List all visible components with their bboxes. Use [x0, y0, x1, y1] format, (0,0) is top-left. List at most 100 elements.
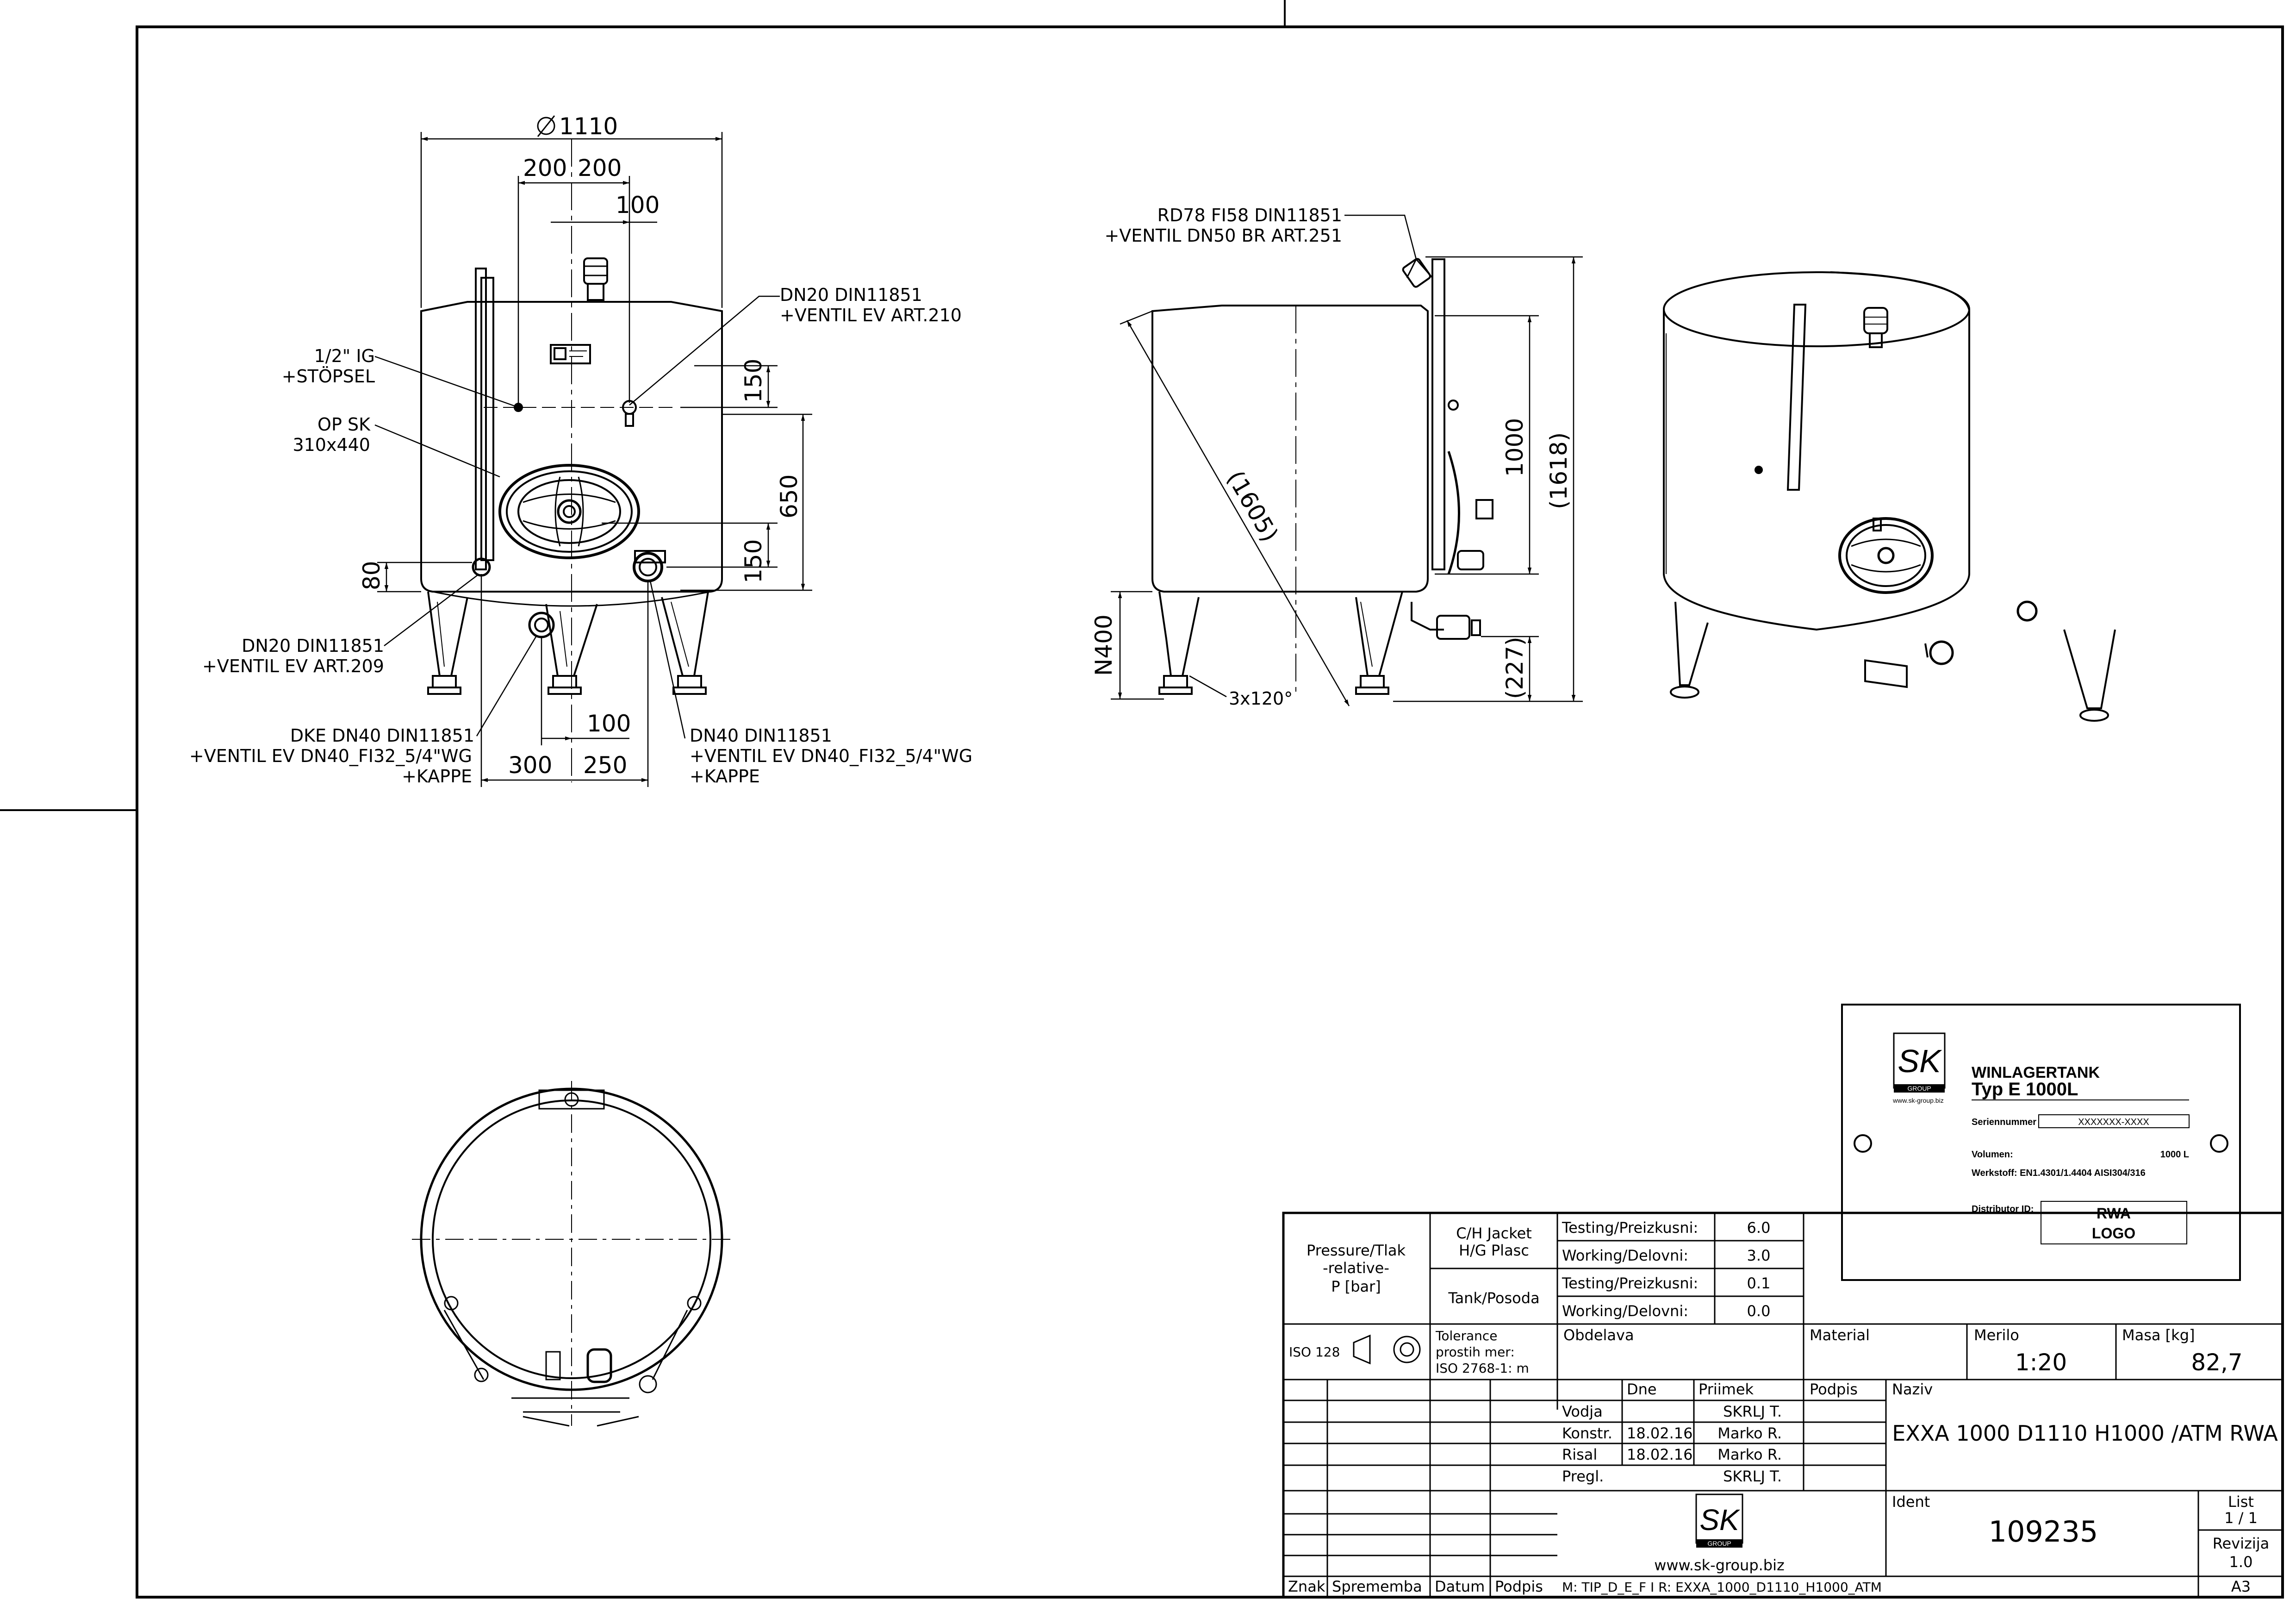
nameplate-volume-value: 1000 L — [2160, 1149, 2189, 1160]
dim-80: 80 — [358, 561, 385, 590]
dim-diameter: 1110 — [559, 113, 618, 140]
label-dn40: DN40 DIN11851 — [690, 725, 832, 746]
dim-1618: (1618) — [1545, 432, 1572, 509]
col-znak: Znak — [1288, 1578, 1325, 1595]
label-rd78-valve: +VENTIL DN50 BR ART.251 — [1104, 225, 1342, 246]
label-dn20-bottom-valve: +VENTIL EV ART.209 — [202, 656, 384, 676]
label-dke-valve: +VENTIL EV DN40_FI32_5/4"WG — [189, 746, 472, 766]
nameplate-url: www.sk-group.biz — [1892, 1097, 1944, 1104]
material-label: Material — [1810, 1326, 1870, 1344]
isometric-view — [1663, 271, 2116, 722]
sheet-format: A3 — [2231, 1578, 2251, 1595]
dim-650: 650 — [776, 475, 803, 518]
dim-150-bottom: 150 — [740, 539, 767, 583]
list-value: 1 / 1 — [2224, 1509, 2258, 1527]
date-risal: 18.02.16 — [1627, 1446, 1693, 1463]
file-path: M: TIP_D_E_F I R: EXXA_1000_D1110_H1000_… — [1562, 1580, 1882, 1595]
col-podpis-bottom: Podpis — [1495, 1578, 1543, 1595]
nameplate: SK GROUP www.sk-group.biz WINLAGERTANK T… — [1841, 1004, 2241, 1281]
role-konstr: Konstr. — [1562, 1424, 1612, 1442]
label-rd78: RD78 FI58 DIN11851 — [1157, 205, 1342, 225]
testing-tank-value: 0.1 — [1747, 1274, 1771, 1292]
label-dn20-top: DN20 DIN11851 — [780, 285, 922, 305]
dim-200-right: 200 — [578, 155, 622, 181]
label-dke-dn40: DKE DN40 DIN11851 — [290, 725, 474, 746]
dim-300: 300 — [508, 752, 552, 779]
name-vodja: SKRLJ T. — [1723, 1403, 1782, 1420]
title-block: Pressure/Tlak -relative- P [bar] C/H Jac… — [1282, 1212, 2284, 1599]
naziv-label: Naziv — [1892, 1380, 1933, 1398]
label-stopsel: +STÖPSEL — [282, 366, 375, 387]
diameter-symbol — [537, 115, 555, 137]
col-sprememba: Sprememba — [1332, 1578, 1422, 1595]
dim-n400: N400 — [1090, 614, 1117, 676]
date-konstr: 18.02.16 — [1627, 1424, 1693, 1442]
top-view — [412, 1081, 734, 1427]
mount-hole-left-icon — [1854, 1134, 1872, 1153]
masa-label: Masa [kg] — [2122, 1326, 2195, 1344]
working-tank-value: 0.0 — [1747, 1302, 1771, 1320]
svg-text:GROUP: GROUP — [1707, 1540, 1731, 1547]
pressure-unit: P [bar] — [1331, 1278, 1381, 1295]
dim-150-top: 150 — [740, 359, 767, 403]
merilo-value: 1:20 — [2015, 1349, 2067, 1376]
dim-100-bottom: 100 — [587, 710, 631, 737]
side-view: RD78 FI58 DIN11851 +VENTIL DN50 BR ART.2… — [1090, 205, 1583, 709]
nameplate-title: WINLAGERTANK — [1972, 1064, 2100, 1081]
dim-250: 250 — [583, 752, 627, 779]
working-tank-label: Working/Delovni: — [1562, 1302, 1688, 1320]
tolerance-standard: ISO 2768-1: m — [1436, 1361, 1529, 1376]
mount-hole-right-icon — [2210, 1134, 2228, 1153]
revizija-value: 1.0 — [2229, 1553, 2253, 1571]
testing-jacket-value: 6.0 — [1747, 1219, 1771, 1237]
working-jacket-value: 3.0 — [1747, 1247, 1771, 1264]
role-risal: Risal — [1562, 1446, 1597, 1463]
pressure-relative: -relative- — [1323, 1259, 1389, 1277]
dim-100-top: 100 — [616, 192, 660, 219]
dim-227: (227) — [1501, 637, 1528, 699]
nameplate-type: Typ E 1000L — [1972, 1079, 2078, 1099]
front-view: 1110 200 200 100 150 650 150 80 100 300 … — [189, 113, 972, 787]
nameplate-serial-value: XXXXXXX-XXXX — [2078, 1117, 2149, 1127]
label-op-sk-size: 310x440 — [292, 435, 370, 455]
label-op-sk: OP SK — [317, 414, 371, 435]
iso-label: ISO 128 — [1289, 1344, 1340, 1360]
col-datum: Datum — [1435, 1578, 1485, 1595]
label-dke-kappe: +KAPPE — [402, 766, 472, 787]
col-priimek: Priimek — [1699, 1380, 1754, 1398]
revizija-label: Revizija — [2213, 1535, 2270, 1552]
jacket-label-sl: H/G Plasc — [1459, 1242, 1529, 1259]
merilo-label: Merilo — [1974, 1326, 2019, 1344]
list-label: List — [2228, 1493, 2254, 1511]
role-vodja: Vodja — [1562, 1403, 1603, 1420]
svg-text:GROUP: GROUP — [1907, 1085, 1931, 1092]
tolerance-label-2: prostih mer: — [1436, 1344, 1515, 1360]
dim-3x120: 3x120° — [1229, 688, 1293, 709]
pressure-label: Pressure/Tlak — [1307, 1242, 1406, 1259]
nameplate-serial-label: Seriennummer — [1972, 1117, 2036, 1127]
ident-value: 109235 — [1989, 1515, 2098, 1549]
nameplate-material: Werkstoff: EN1.4301/1.4404 AISI304/316 — [1972, 1168, 2146, 1178]
label-dn40-kappe: +KAPPE — [690, 766, 760, 787]
name-risal: Marko R. — [1717, 1446, 1782, 1463]
website: www.sk-group.biz — [1654, 1556, 1785, 1574]
testing-tank-label: Testing/Preizkusni: — [1562, 1274, 1698, 1292]
label-dn20-top-valve: +VENTIL EV ART.210 — [780, 305, 962, 325]
label-dn20-bottom: DN20 DIN11851 — [242, 636, 384, 656]
tolerance-label: Tolerance — [1435, 1328, 1498, 1343]
tank-label: Tank/Posoda — [1448, 1289, 1539, 1307]
testing-jacket-label: Testing/Preizkusni: — [1562, 1219, 1698, 1237]
svg-text:SK: SK — [1699, 1503, 1741, 1537]
working-jacket-label: Working/Delovni: — [1562, 1247, 1688, 1264]
sk-group-logo-icon: SK GROUP — [1695, 1493, 1743, 1548]
name-konstr: Marko R. — [1717, 1424, 1782, 1442]
sheet-frame — [0, 0, 2284, 1599]
svg-text:SK: SK — [1898, 1043, 1942, 1079]
label-half-ig: 1/2" IG — [314, 346, 375, 366]
sk-logo-icon: SK GROUP — [1893, 1032, 1946, 1093]
ident-label: Ident — [1892, 1493, 1930, 1511]
masa-value: 82,7 — [2191, 1349, 2242, 1376]
jacket-label: C/H Jacket — [1456, 1224, 1532, 1242]
nameplate-volume-label: Volumen: — [1972, 1149, 2013, 1160]
